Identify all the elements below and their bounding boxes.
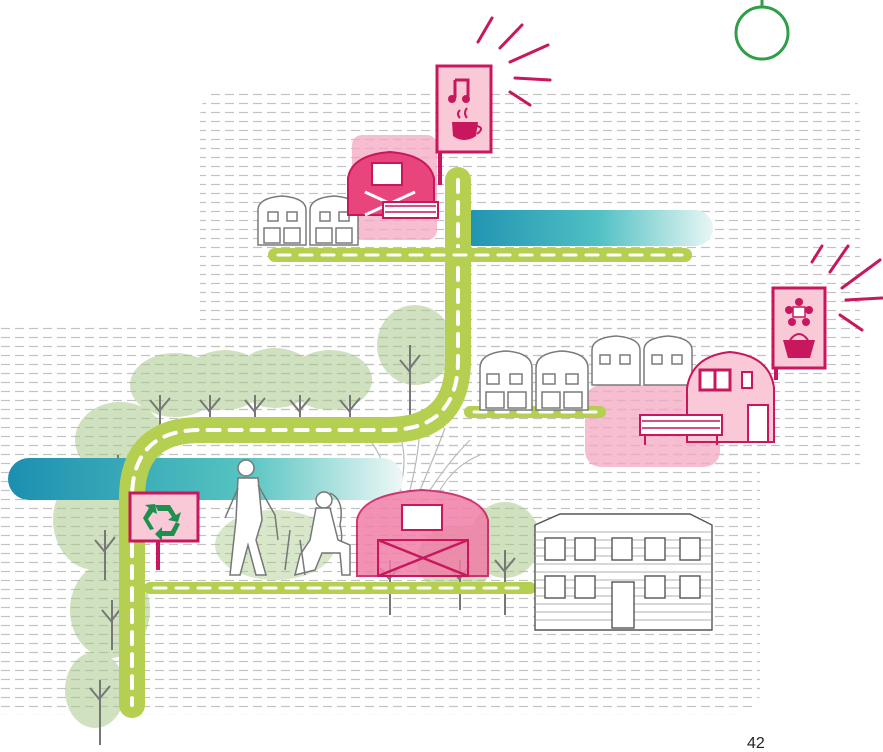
page-number: 42	[747, 736, 765, 751]
community-barn-bottom	[357, 490, 488, 576]
gate-icon	[736, 0, 788, 59]
lower-canal	[8, 458, 403, 500]
apartment-building	[535, 514, 712, 630]
community-barn-top	[348, 152, 438, 218]
upper-canal	[455, 210, 713, 246]
